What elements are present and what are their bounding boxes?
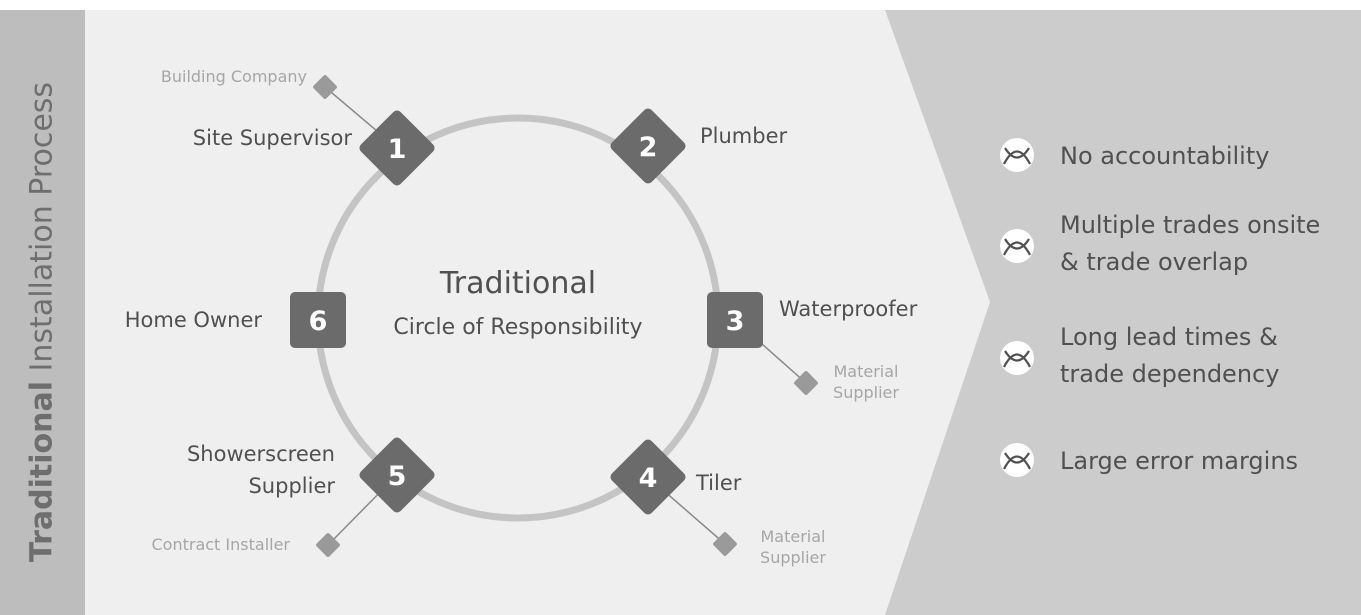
node-6: 6 Home Owner — [125, 292, 346, 348]
issue-text: Long lead times & — [1060, 323, 1278, 351]
node-number: 4 — [639, 463, 658, 494]
node-diamond — [610, 439, 686, 515]
node-label: Tiler — [695, 471, 742, 495]
issue-item: Long lead times & trade dependency — [1000, 323, 1279, 388]
node-diamond — [359, 437, 435, 513]
node-number: 3 — [726, 306, 745, 337]
sub-node-diamond — [313, 75, 337, 99]
issue-text: Multiple trades onsite — [1060, 211, 1320, 239]
sub-label: Building Company — [161, 67, 307, 86]
node-diamond — [359, 110, 435, 186]
issue-text: Large error margins — [1060, 447, 1298, 475]
sub-label: Supplier — [833, 383, 899, 402]
cross-circle-icon — [1000, 229, 1034, 263]
node-number: 6 — [309, 306, 328, 337]
center-title: Traditional — [439, 266, 596, 301]
node-label: Showerscreen — [187, 442, 335, 466]
issue-item: No accountability — [1000, 138, 1269, 172]
node-label: Site Supervisor — [193, 126, 353, 150]
sub-label: Supplier — [760, 548, 826, 567]
cross-circle-icon — [1000, 341, 1034, 375]
issue-text: No accountability — [1060, 142, 1269, 170]
node-number: 1 — [388, 134, 407, 165]
issue-text: trade dependency — [1060, 360, 1279, 388]
node-label: Waterproofer — [779, 297, 918, 321]
sub-node-diamond — [794, 371, 818, 395]
sub-label: Material — [761, 527, 826, 546]
sub-label: Material — [834, 362, 899, 381]
node-diamond — [707, 292, 763, 348]
issue-text: & trade overlap — [1060, 248, 1248, 276]
node-number: 2 — [639, 132, 658, 163]
sub-node-diamond — [713, 532, 737, 556]
sub-node-diamond — [316, 533, 340, 557]
node-number: 5 — [388, 461, 407, 492]
issue-item: Multiple trades onsite & trade overlap — [1000, 211, 1320, 276]
node-label: Supplier — [248, 474, 335, 498]
nodes-layer: Building Company 1 Site Supervisor 2 Plumber… — [125, 67, 918, 567]
node-2: 2 Plumber — [610, 108, 788, 184]
cross-circle-icon — [1000, 443, 1034, 477]
node-1: Building Company 1 Site Supervisor — [161, 67, 435, 186]
issue-item: Large error margins — [1000, 443, 1298, 477]
sidebar-bar: Traditional Installation Process — [0, 10, 85, 615]
node-label: Plumber — [700, 124, 788, 148]
node-diamond — [610, 108, 686, 184]
node-label: Home Owner — [125, 308, 263, 332]
cross-circle-icon — [1000, 138, 1034, 172]
center-subtitle: Circle of Responsibility — [393, 315, 642, 340]
sub-label: Contract Installer — [152, 535, 291, 554]
node-diamond — [290, 292, 346, 348]
